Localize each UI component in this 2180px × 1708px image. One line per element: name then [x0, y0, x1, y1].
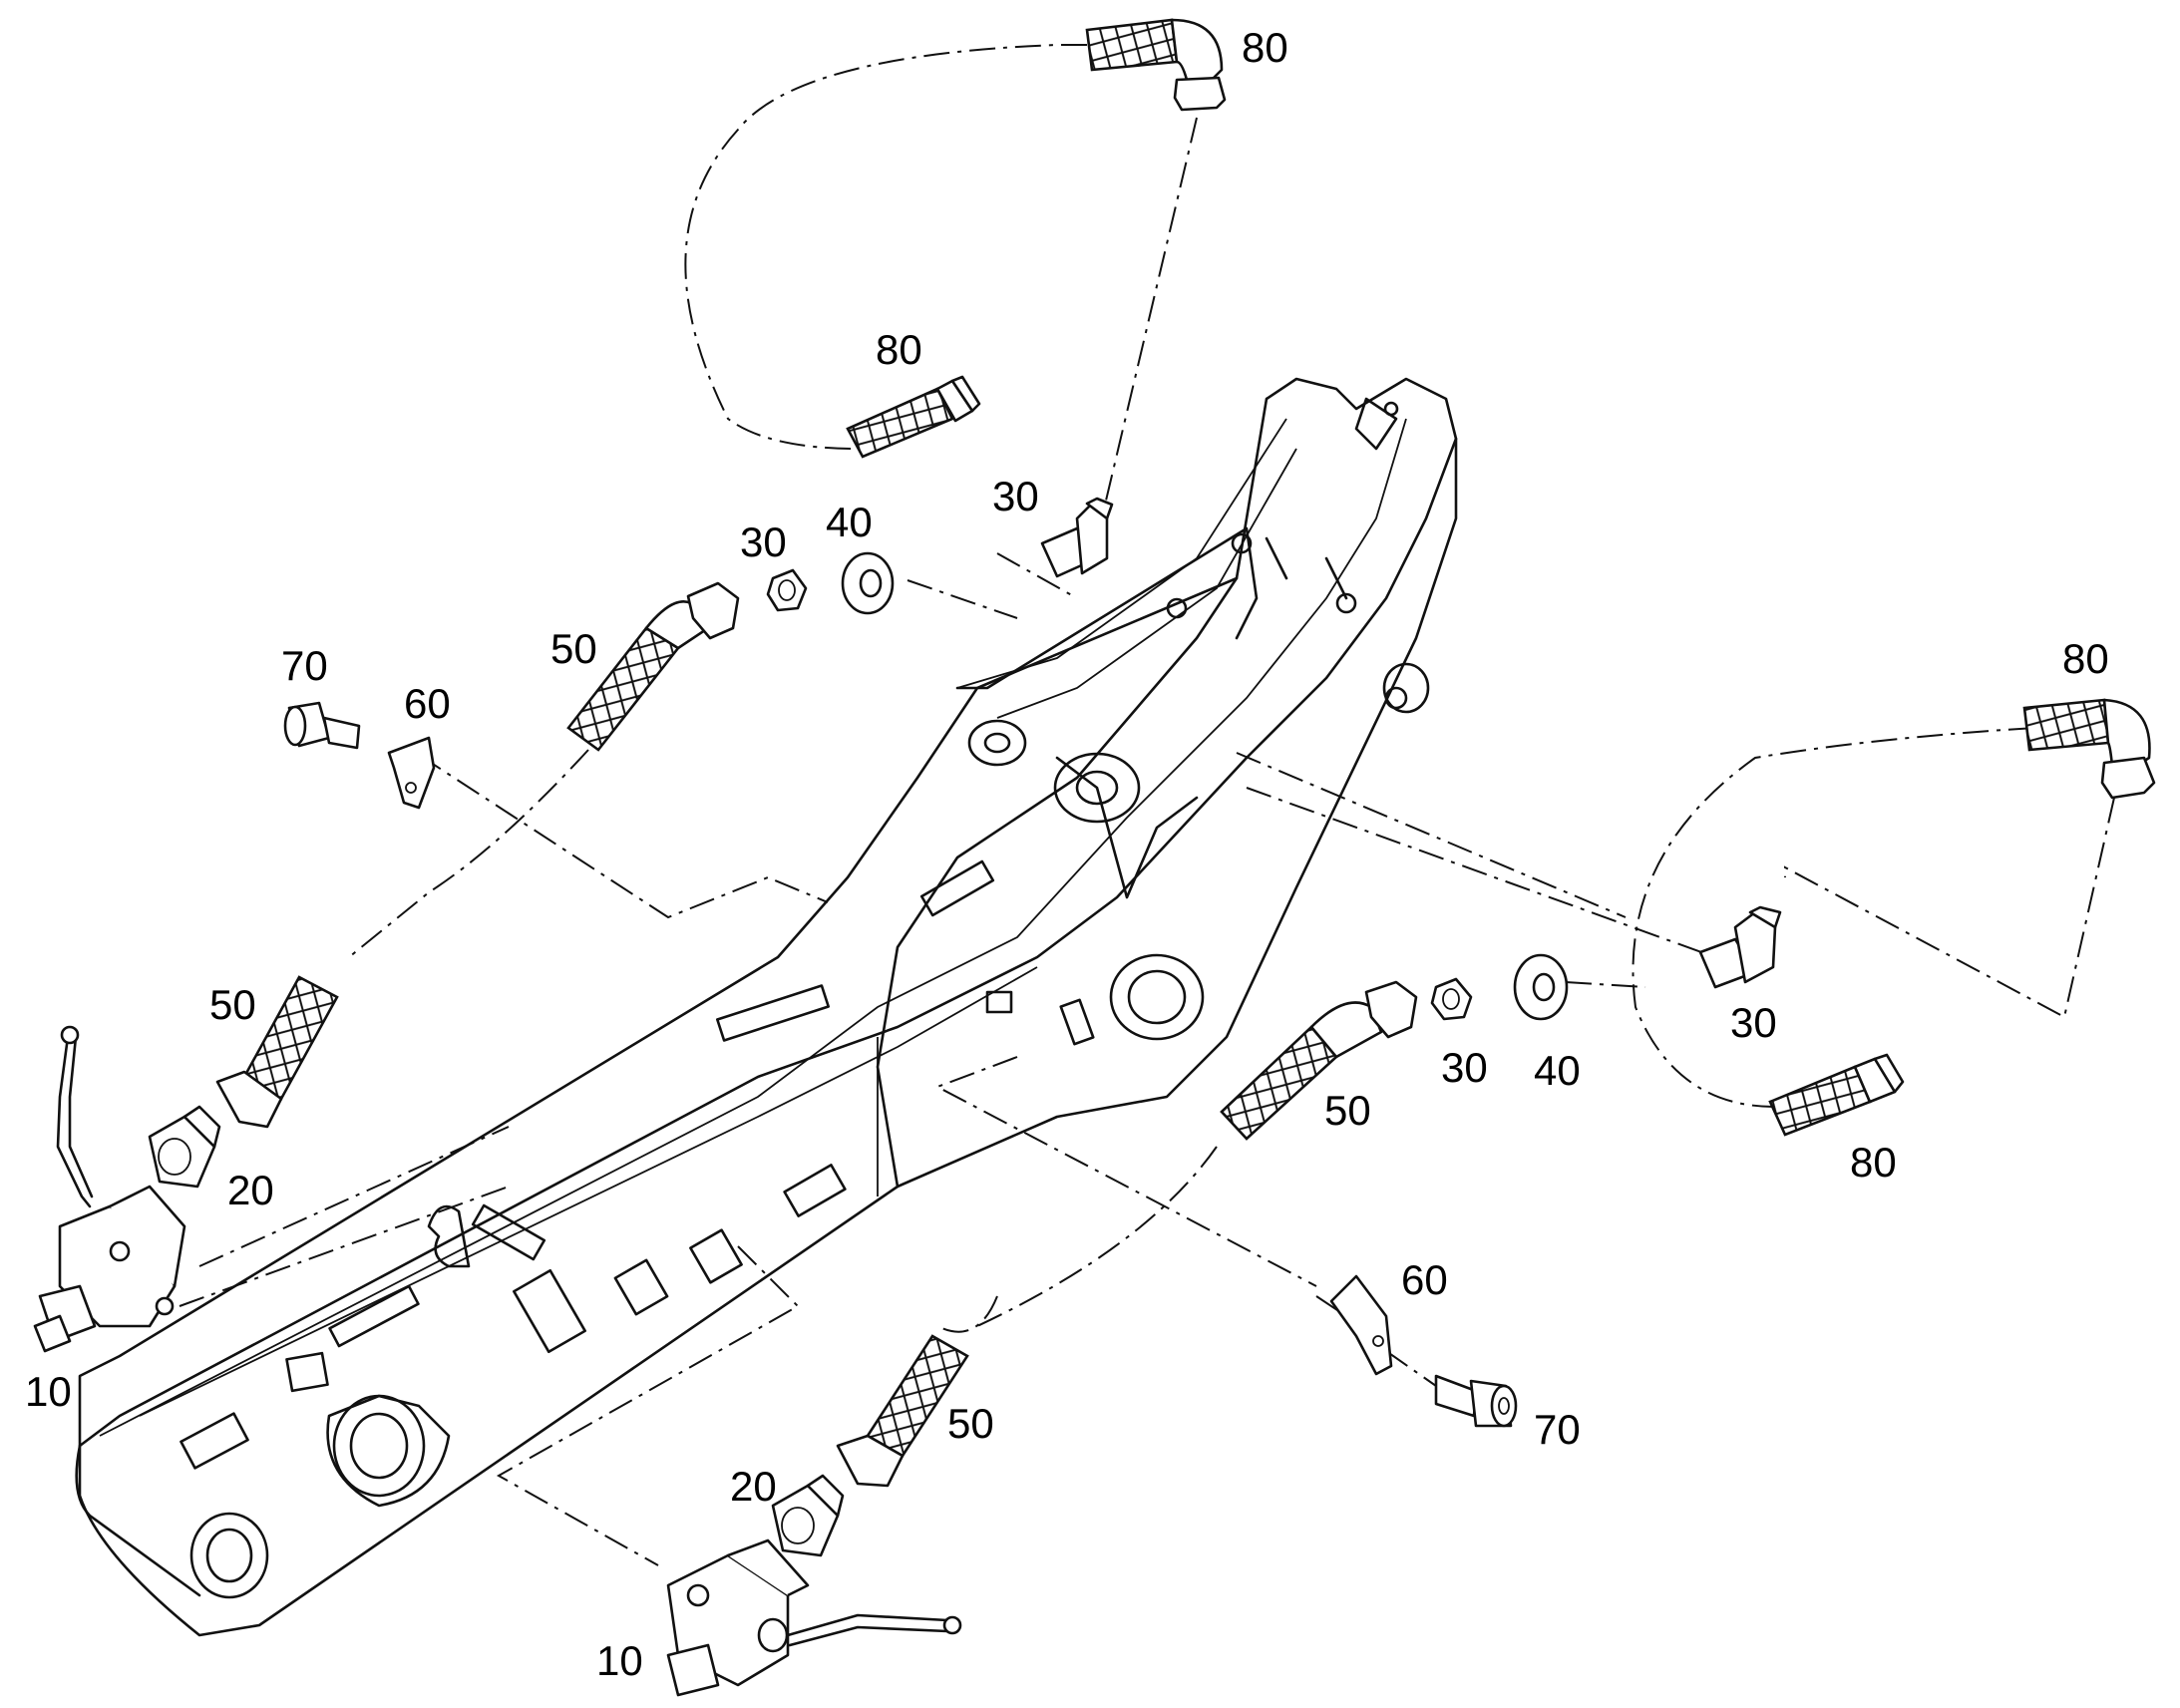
- hose-elbow-80-right: [2022, 698, 2156, 800]
- callout-30: 30: [992, 473, 1039, 519]
- hose-elbow-80-top: [1085, 18, 1227, 112]
- callout-50: 50: [1324, 1087, 1371, 1134]
- hose-end-80: [846, 375, 981, 459]
- callout-50: 50: [947, 1400, 994, 1447]
- callout-10: 10: [596, 1637, 643, 1684]
- bolt-70-left: [283, 701, 361, 750]
- callout-60: 60: [404, 680, 451, 727]
- nut-30-left: [766, 568, 808, 612]
- callout-30: 30: [1730, 999, 1777, 1046]
- callout-10: 10: [25, 1368, 72, 1415]
- hose-50-bottom: [836, 1334, 969, 1488]
- callout-80: 80: [876, 326, 922, 373]
- callout-50: 50: [550, 625, 597, 672]
- ball-valve-10-left: [33, 1025, 186, 1353]
- callout-50: 50: [209, 981, 256, 1028]
- hose-elbow-50-top: [566, 581, 740, 752]
- callout-70: 70: [281, 642, 328, 689]
- washer-40-left: [841, 551, 895, 615]
- ball-valve-10-bottom: [666, 1538, 962, 1697]
- callout-80: 80: [1242, 24, 1288, 71]
- boom-arm: [75, 377, 1458, 1637]
- hose-elbow-50-right: [1220, 980, 1418, 1141]
- callout-40: 40: [826, 499, 873, 545]
- callout-20: 20: [227, 1167, 274, 1213]
- leader-lines: [179, 44, 2115, 1566]
- callout-40: 40: [1534, 1047, 1581, 1094]
- callout-80: 80: [2062, 635, 2109, 682]
- adapter-20-left: [148, 1105, 221, 1189]
- callout-labels: 80 80 30 30 40 50 70 60 50 20 10 80 30 3…: [25, 24, 2109, 1684]
- callout-80: 80: [1850, 1139, 1897, 1186]
- washer-40-right: [1513, 953, 1569, 1021]
- adapter-20-bottom: [771, 1474, 845, 1557]
- nut-30-right: [1430, 977, 1473, 1021]
- callout-70: 70: [1534, 1406, 1581, 1453]
- callout-30: 30: [740, 518, 787, 565]
- elbow-fitting-30-top: [1040, 497, 1114, 578]
- callout-30: 30: [1441, 1044, 1488, 1091]
- clip-60-right: [1329, 1274, 1393, 1376]
- elbow-fitting-30-right: [1698, 905, 1782, 989]
- callout-20: 20: [730, 1463, 777, 1510]
- hose-end-80-right: [1768, 1053, 1905, 1137]
- callout-60: 60: [1401, 1256, 1448, 1303]
- bolt-70-right: [1434, 1374, 1518, 1428]
- hose-50-left: [215, 975, 339, 1129]
- clip-60-left: [387, 736, 436, 810]
